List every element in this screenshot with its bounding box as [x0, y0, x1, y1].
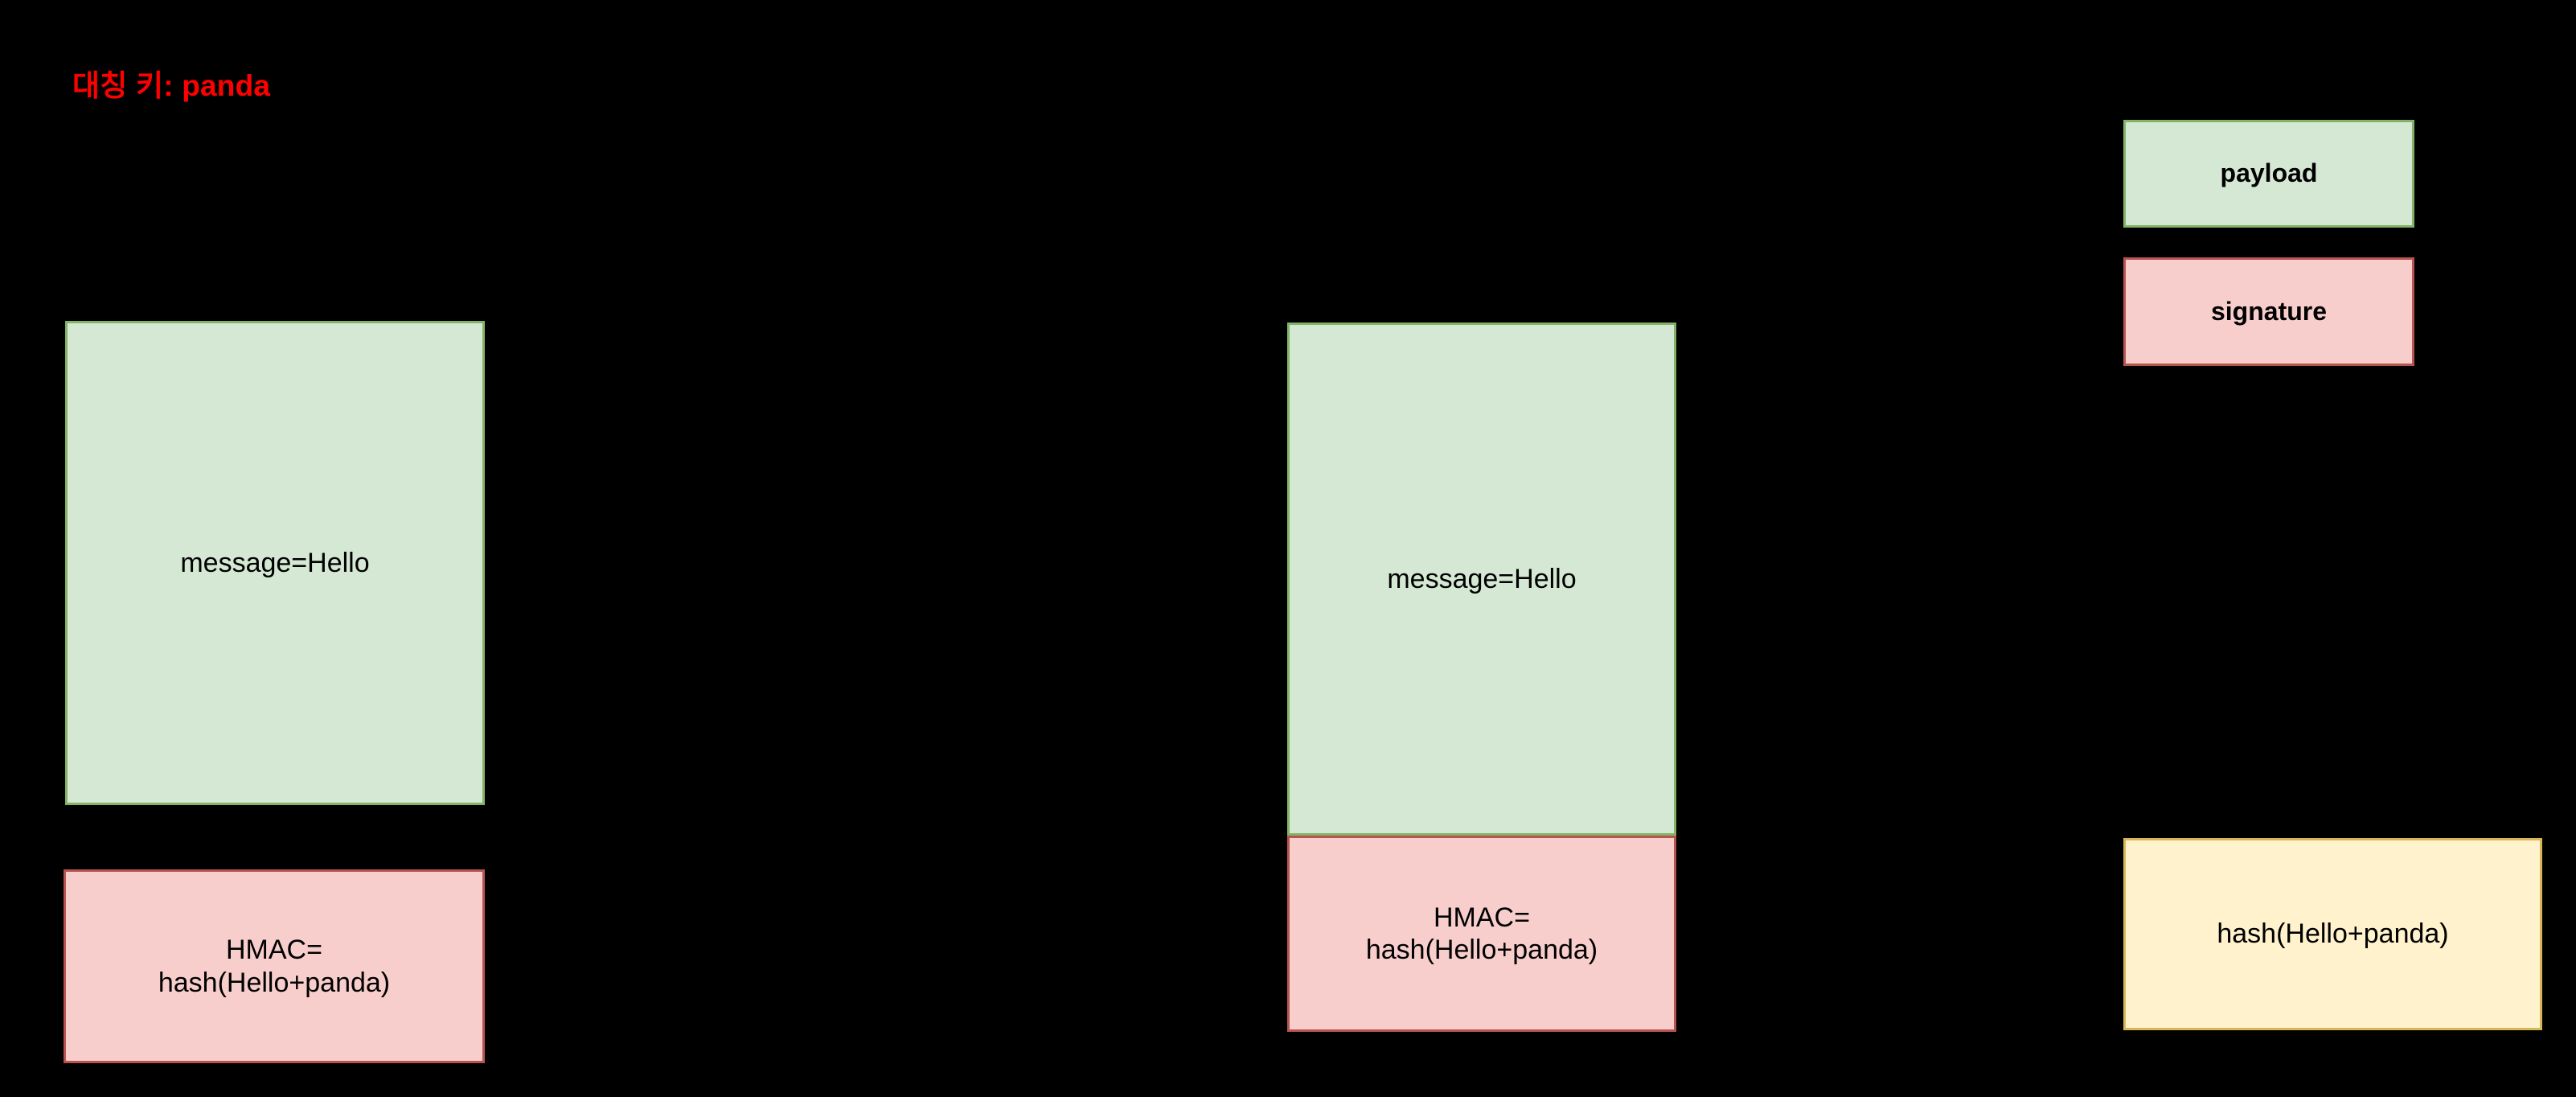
verify-hash-box: hash(Hello+panda): [2123, 838, 2542, 1030]
receiver-hmac-box: HMAC= hash(Hello+panda): [1287, 836, 1676, 1032]
receiver-message-box: message=Hello: [1287, 323, 1676, 836]
legend-payload-box: payload: [2123, 120, 2414, 228]
page-title: 대칭 키: panda: [72, 69, 271, 102]
sender-message-box: message=Hello: [65, 321, 485, 805]
legend-signature-box: signature: [2123, 257, 2414, 366]
sender-hmac-box: HMAC= hash(Hello+panda): [64, 869, 485, 1063]
